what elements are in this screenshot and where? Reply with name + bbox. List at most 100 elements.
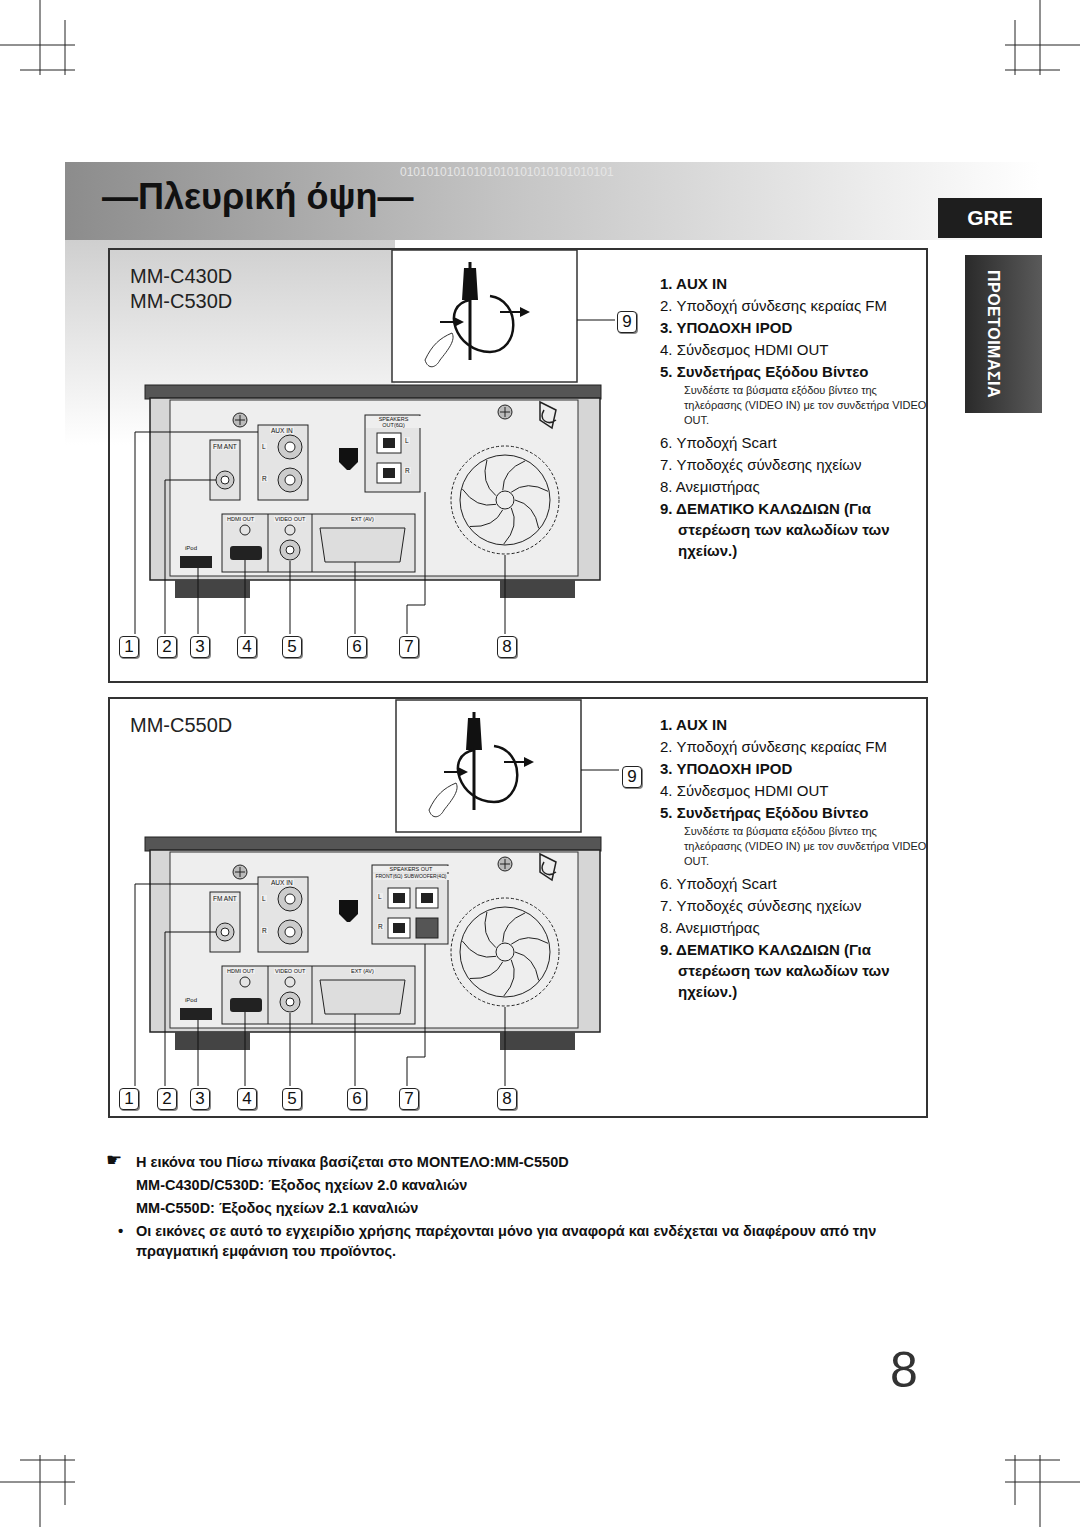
port-label: L <box>261 443 267 450</box>
callout-text: 8 <box>502 637 511 656</box>
port-label: R <box>377 923 384 930</box>
port-label: L <box>404 437 410 444</box>
drawing-path <box>577 320 615 321</box>
drawing-path <box>425 333 453 367</box>
port-label: R <box>404 467 411 474</box>
drawing-path <box>500 407 510 417</box>
drawing-rect <box>383 438 395 448</box>
callout-text: 6 <box>352 1089 361 1108</box>
drawing-path <box>245 560 246 634</box>
callout-text: 9 <box>622 312 631 331</box>
drawing-circle <box>285 525 295 535</box>
port-label: L <box>377 893 383 900</box>
drawing-rect <box>416 888 438 908</box>
list-item: 9. ΔΕΜΑΤΙΚΟ ΚΑΛΩΔΙΩΝ (Για στερέωση των κ… <box>660 498 928 561</box>
callout-text: 5 <box>287 1089 296 1108</box>
drawing-path <box>485 460 496 496</box>
list-item: 9. ΔΕΜΑΤΙΚΟ ΚΑΛΩΔΙΩΝ (Για στερέωση των κ… <box>660 939 928 1002</box>
drawing-rect <box>383 468 395 478</box>
callout-text: 5 <box>287 637 296 656</box>
callout-text: 1 <box>124 637 133 656</box>
drawing-rect <box>222 514 415 572</box>
model-name: MM-C430D MM-C530D <box>130 264 260 314</box>
list-item: 2. Υποδοχή σύνδεσης κεραίας FM <box>660 295 928 316</box>
callout-number: 1 <box>119 636 139 658</box>
callout-number: 3 <box>190 1088 210 1110</box>
drawing-circle <box>280 540 300 560</box>
list-item: 6. Υποδοχή Scart <box>660 432 928 453</box>
drawing-path <box>235 415 245 425</box>
drawing-rect <box>421 893 433 903</box>
drawing-rect <box>210 440 240 500</box>
drawing-path <box>462 268 478 300</box>
drawing-path <box>0 1455 75 1527</box>
drawing-path <box>198 568 199 634</box>
callout-text: 2 <box>162 1089 171 1108</box>
callout-text: 1 <box>124 1089 133 1108</box>
drawing-path <box>1005 1455 1080 1527</box>
list-item: 5. Συνδετήρας Εξόδου Βίντεο <box>660 802 928 823</box>
list-item: 3. ΥΠΟΔΟΧΗ IPOD <box>660 317 928 338</box>
page-title: —Πλευρική όψη— <box>102 176 414 217</box>
drawing-g <box>365 415 420 492</box>
drawing-circle <box>278 435 302 459</box>
drawing-path <box>504 508 514 544</box>
note-text: Οι εικόνες σε αυτό το εγχειρίδιο χρήσης … <box>136 1221 926 1262</box>
list-item: 4. Σύνδεσμος HDMI OUT <box>660 339 928 360</box>
drawing-rect <box>393 893 405 903</box>
port-label: AUX IN <box>270 879 294 886</box>
section-tab: GRE <box>938 198 1042 238</box>
section-tab: ΠΡΟΕΤΟΙΜΑΣΙΑ <box>965 255 1042 413</box>
list-item: 8. Ανεμιστήρας <box>660 917 928 938</box>
drawing-circle <box>285 442 295 452</box>
parts-list: 1. AUX IN2. Υποδοχή σύνδεσης κεραίας FM3… <box>660 273 928 562</box>
drawing-rect <box>180 556 212 568</box>
port-label: FM ANT <box>212 443 238 450</box>
drawing-circle <box>221 476 229 484</box>
drawing-path <box>511 486 548 493</box>
page-number: 8 <box>890 1335 918 1405</box>
drawing-path <box>320 528 405 562</box>
callout-number: 7 <box>399 1088 419 1110</box>
drawing-rect <box>365 415 420 492</box>
drawing-path <box>500 311 528 313</box>
drawing-rect <box>388 918 410 938</box>
drawing-path <box>135 432 258 634</box>
drawing-rect <box>416 918 438 938</box>
note-text: Η εικόνα του Πίσω πίνακα βασίζεται στο Μ… <box>136 1152 936 1172</box>
drawing-rect <box>175 580 250 598</box>
drawing-g <box>392 250 615 382</box>
port-label: R <box>261 475 268 482</box>
note-text: MM-C550D: Έξοδος ηχείων 2.1 καναλιών <box>136 1198 936 1218</box>
port-label: AUX IN <box>270 427 294 434</box>
callout-text: 4 <box>242 1089 251 1108</box>
drawing-path <box>470 510 503 527</box>
list-item: 1. AUX IN <box>660 273 928 294</box>
drawing-path <box>290 561 291 634</box>
callout-number: 6 <box>347 1088 367 1110</box>
callout-number: 1 <box>119 1088 139 1110</box>
callout-text: 7 <box>404 637 413 656</box>
drawing-circle <box>498 405 512 419</box>
port-label: FM ANT <box>212 895 238 902</box>
drawing-rect <box>258 425 308 500</box>
callout-number: 9 <box>617 311 637 333</box>
list-item: 7. Υποδοχές σύνδεσης ηχείων <box>660 454 928 475</box>
tab-text: ΠΡΟΕΤΟΙΜΑΣΙΑ <box>985 270 1003 398</box>
port-label: VIDEO OUT <box>274 516 306 522</box>
port-label: EXT (AV) <box>350 516 375 522</box>
callout-number: 5 <box>282 1088 302 1110</box>
callout-text: 4 <box>242 637 251 656</box>
callout-text: 8 <box>502 1089 511 1108</box>
port-label: HDMI OUT <box>226 516 255 522</box>
callout-text: 7 <box>404 1089 413 1108</box>
callout-number: 8 <box>497 636 517 658</box>
callout-number: 3 <box>190 636 210 658</box>
drawing-circle <box>216 471 234 489</box>
drawing-rect <box>230 546 262 560</box>
drawing-path <box>0 0 75 75</box>
drawing-use <box>135 837 601 1086</box>
drawing-rect <box>500 580 575 598</box>
drawing-circle <box>240 525 250 535</box>
callout-text: 6 <box>352 637 361 656</box>
